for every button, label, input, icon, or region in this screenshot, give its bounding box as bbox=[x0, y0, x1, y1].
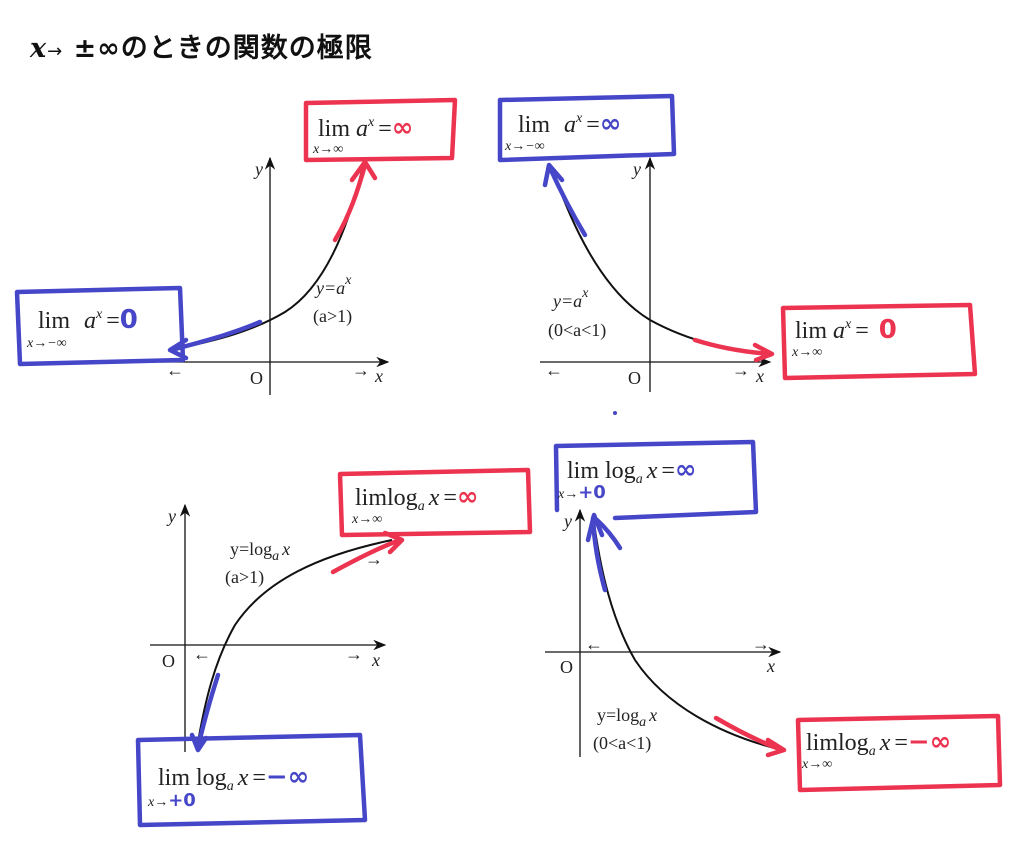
origin-label: O bbox=[250, 368, 263, 388]
y-axis-label: y bbox=[253, 159, 263, 179]
curve-label: y=ax bbox=[551, 286, 589, 311]
limit-subscript: x→−∞ bbox=[26, 336, 67, 351]
left-arrow: ← bbox=[193, 644, 211, 664]
left-arrow: ← bbox=[545, 360, 563, 380]
red-arrow bbox=[332, 159, 378, 243]
condition-label: (a>1) bbox=[313, 306, 352, 327]
left-arrow: ← bbox=[585, 634, 603, 654]
right-arrow: → bbox=[352, 360, 370, 380]
condition-label: (0<a<1) bbox=[593, 733, 651, 754]
stray-dot bbox=[613, 411, 617, 415]
limit-box-red bbox=[780, 302, 978, 381]
limit-box-blue bbox=[553, 439, 759, 521]
limit-subscript: x→+0 bbox=[557, 482, 606, 503]
origin-label: O bbox=[560, 657, 573, 677]
y-axis-label: y bbox=[166, 506, 176, 526]
limit-box-red bbox=[337, 467, 533, 538]
limit-box-blue bbox=[135, 732, 368, 828]
origin-label: O bbox=[162, 651, 175, 671]
limit-subscript: x→∞ bbox=[312, 142, 343, 157]
curve-label: y=ax bbox=[314, 273, 352, 298]
right-arrow: → bbox=[752, 634, 770, 654]
blue-arrow bbox=[585, 512, 623, 593]
limit-subscript: x→−∞ bbox=[504, 139, 545, 154]
log-curve bbox=[196, 539, 393, 749]
limit-box-blue bbox=[14, 285, 186, 367]
title-text: ±∞のときの関数の極限 bbox=[73, 33, 373, 64]
limit-box-red bbox=[795, 713, 1003, 793]
x-axis-label: x bbox=[755, 366, 764, 386]
log-curve bbox=[592, 514, 783, 751]
x-axis-label: x bbox=[374, 366, 383, 386]
red-arrow bbox=[692, 337, 775, 363]
right-arrow: → bbox=[345, 644, 363, 664]
title-variable: x bbox=[30, 33, 48, 64]
limit-subscript: x→∞ bbox=[801, 757, 832, 772]
x-axis-label: x bbox=[766, 656, 775, 676]
condition-label: (0<a<1) bbox=[548, 320, 606, 341]
left-arrow: ← bbox=[166, 360, 184, 380]
title-arrow: → bbox=[47, 41, 64, 62]
limit-box-red bbox=[303, 97, 458, 163]
blue-arrow bbox=[542, 162, 588, 238]
origin-label: O bbox=[628, 368, 641, 388]
limit-box-blue bbox=[497, 93, 677, 163]
page-title: x→ ±∞のときの関数の極限 bbox=[30, 26, 373, 65]
condition-label: (a>1) bbox=[225, 567, 264, 588]
red-arrow bbox=[713, 715, 787, 758]
limit-subscript: x→∞ bbox=[351, 512, 382, 527]
y-axis-label: y bbox=[631, 159, 641, 179]
limit-subscript: x→+0 bbox=[147, 790, 196, 811]
limit-subscript: x→∞ bbox=[791, 345, 822, 360]
x-axis-label: x bbox=[371, 650, 380, 670]
y-axis-label: y bbox=[562, 511, 572, 531]
right-arrow: → bbox=[732, 360, 750, 380]
